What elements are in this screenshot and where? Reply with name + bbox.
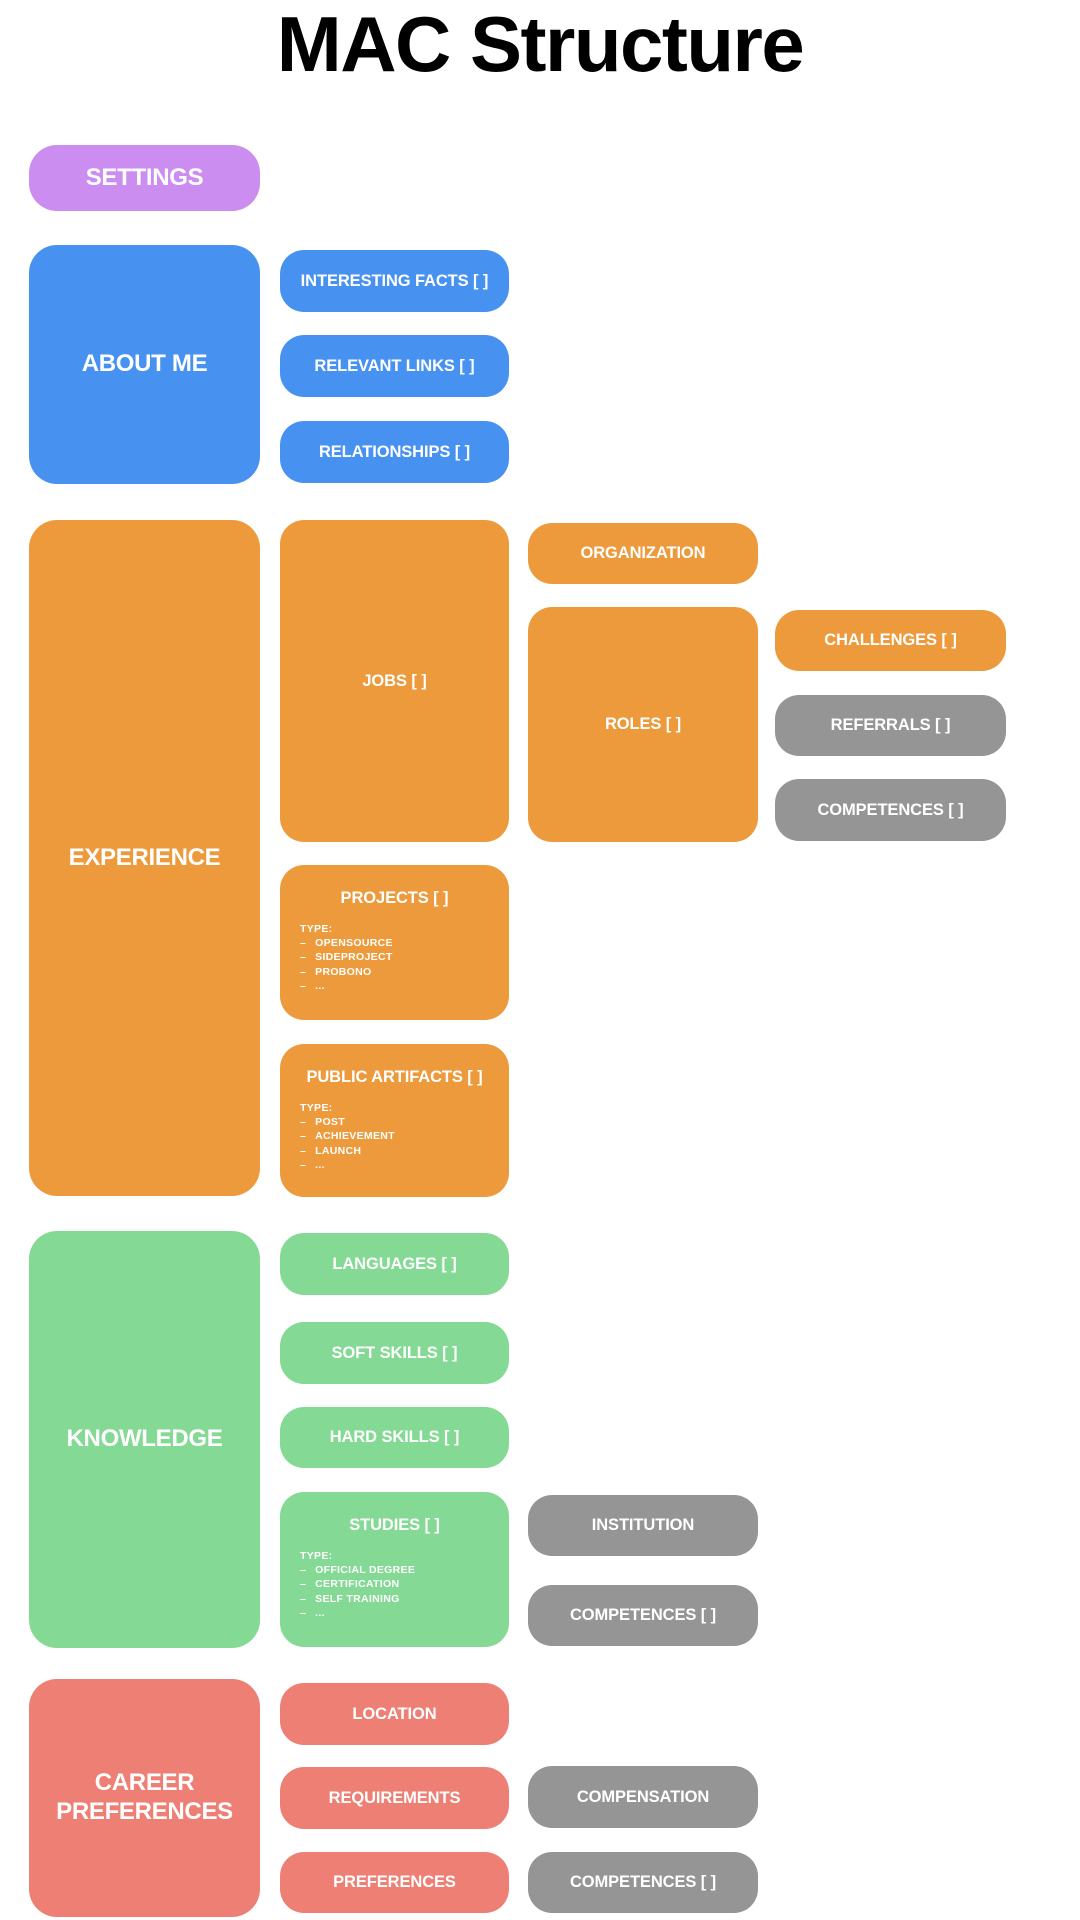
settings-label: SETTINGS — [85, 163, 204, 191]
preferences-competences-label: COMPETENCES [ ] — [569, 1873, 717, 1891]
experience-node: EXPERIENCE — [29, 520, 260, 1196]
relevant-links-label: RELEVANT LINKS [ ] — [314, 356, 475, 375]
compensation-label: COMPENSATION — [576, 1787, 710, 1806]
experience-label: EXPERIENCE — [68, 843, 221, 871]
location-label: LOCATION — [352, 1704, 437, 1723]
roles-competences-node: COMPETENCES [ ] — [775, 779, 1006, 841]
interesting-facts-label: INTERESTING FACTS [ ] — [300, 271, 489, 290]
projects-label: PROJECTS [ ] — [340, 889, 449, 907]
relevant-links-node: RELEVANT LINKS [ ] — [280, 335, 509, 397]
public-artifacts-type-list: TYPE: POST ACHIEVEMENT LAUNCH ... — [280, 1101, 509, 1172]
studies-competences-label: COMPETENCES [ ] — [569, 1606, 717, 1624]
public-artifacts-label: PUBLIC ARTIFACTS [ ] — [306, 1068, 483, 1086]
languages-label: LANGUAGES [ ] — [332, 1254, 457, 1273]
soft-skills-node: SOFT SKILLS [ ] — [280, 1322, 509, 1384]
projects-type-list: TYPE: OPENSOURCE SIDEPROJECT PROBONO ... — [280, 922, 509, 993]
challenges-label: CHALLENGES [ ] — [824, 631, 957, 649]
roles-node: ROLES [ ] — [528, 607, 758, 842]
knowledge-label: KNOWLEDGE — [66, 1425, 223, 1453]
career-preferences-label: CAREER PREFERENCES — [56, 1769, 233, 1825]
type-item: ACHIEVEMENT — [300, 1129, 503, 1143]
jobs-node: JOBS [ ] — [280, 520, 509, 842]
studies-label: STUDIES [ ] — [349, 1516, 440, 1534]
projects-node: PROJECTS [ ] TYPE: OPENSOURCE SIDEPROJEC… — [280, 865, 509, 1020]
soft-skills-label: SOFT SKILLS [ ] — [331, 1343, 458, 1362]
studies-type-list: TYPE: OFFICIAL DEGREE CERTIFICATION SELF… — [280, 1549, 509, 1620]
career-preferences-node: CAREER PREFERENCES — [29, 1679, 260, 1917]
knowledge-node: KNOWLEDGE — [29, 1231, 260, 1648]
requirements-node: REQUIREMENTS — [280, 1767, 509, 1829]
type-item: SELF TRAINING — [300, 1592, 503, 1606]
about-me-label: ABOUT ME — [81, 350, 208, 378]
institution-node: INSTITUTION — [528, 1495, 758, 1556]
type-item: OPENSOURCE — [300, 936, 503, 950]
page-title: MAC Structure — [276, 0, 805, 88]
jobs-label: JOBS [ ] — [362, 671, 427, 690]
settings-node: SETTINGS — [29, 145, 260, 211]
type-heading: TYPE: — [300, 923, 333, 935]
hard-skills-label: HARD SKILLS [ ] — [329, 1428, 460, 1446]
interesting-facts-node: INTERESTING FACTS [ ] — [280, 250, 509, 312]
type-item: SIDEPROJECT — [300, 950, 503, 964]
public-artifacts-node: PUBLIC ARTIFACTS [ ] TYPE: POST ACHIEVEM… — [280, 1044, 509, 1197]
requirements-label: REQUIREMENTS — [328, 1788, 461, 1807]
type-item: POST — [300, 1115, 503, 1129]
challenges-node: CHALLENGES [ ] — [775, 610, 1006, 671]
type-item: OFFICIAL DEGREE — [300, 1563, 503, 1577]
type-item: LAUNCH — [300, 1144, 503, 1158]
organization-label: ORGANIZATION — [580, 544, 706, 562]
roles-competences-label: COMPETENCES [ ] — [817, 800, 964, 819]
about-me-node: ABOUT ME — [29, 245, 260, 484]
referrals-label: REFERRALS [ ] — [830, 716, 951, 734]
location-node: LOCATION — [280, 1683, 509, 1745]
languages-node: LANGUAGES [ ] — [280, 1233, 509, 1295]
type-item: PROBONO — [300, 965, 503, 979]
type-item: ... — [300, 979, 503, 993]
hard-skills-node: HARD SKILLS [ ] — [280, 1407, 509, 1468]
relationships-node: RELATIONSHIPS [ ] — [280, 421, 509, 483]
relationships-label: RELATIONSHIPS [ ] — [318, 442, 471, 461]
preferences-label: PREFERENCES — [333, 1873, 456, 1891]
type-item: ... — [300, 1158, 503, 1172]
type-heading: TYPE: — [300, 1550, 333, 1562]
preferences-node: PREFERENCES — [280, 1852, 509, 1913]
studies-node: STUDIES [ ] TYPE: OFFICIAL DEGREE CERTIF… — [280, 1492, 509, 1647]
type-heading: TYPE: — [300, 1102, 333, 1114]
organization-node: ORGANIZATION — [528, 523, 758, 584]
type-item: CERTIFICATION — [300, 1577, 503, 1591]
referrals-node: REFERRALS [ ] — [775, 695, 1006, 756]
studies-competences-node: COMPETENCES [ ] — [528, 1585, 758, 1646]
type-item: ... — [300, 1606, 503, 1620]
institution-label: INSTITUTION — [591, 1516, 695, 1534]
roles-label: ROLES [ ] — [604, 715, 682, 733]
preferences-competences-node: COMPETENCES [ ] — [528, 1852, 758, 1913]
compensation-node: COMPENSATION — [528, 1766, 758, 1828]
